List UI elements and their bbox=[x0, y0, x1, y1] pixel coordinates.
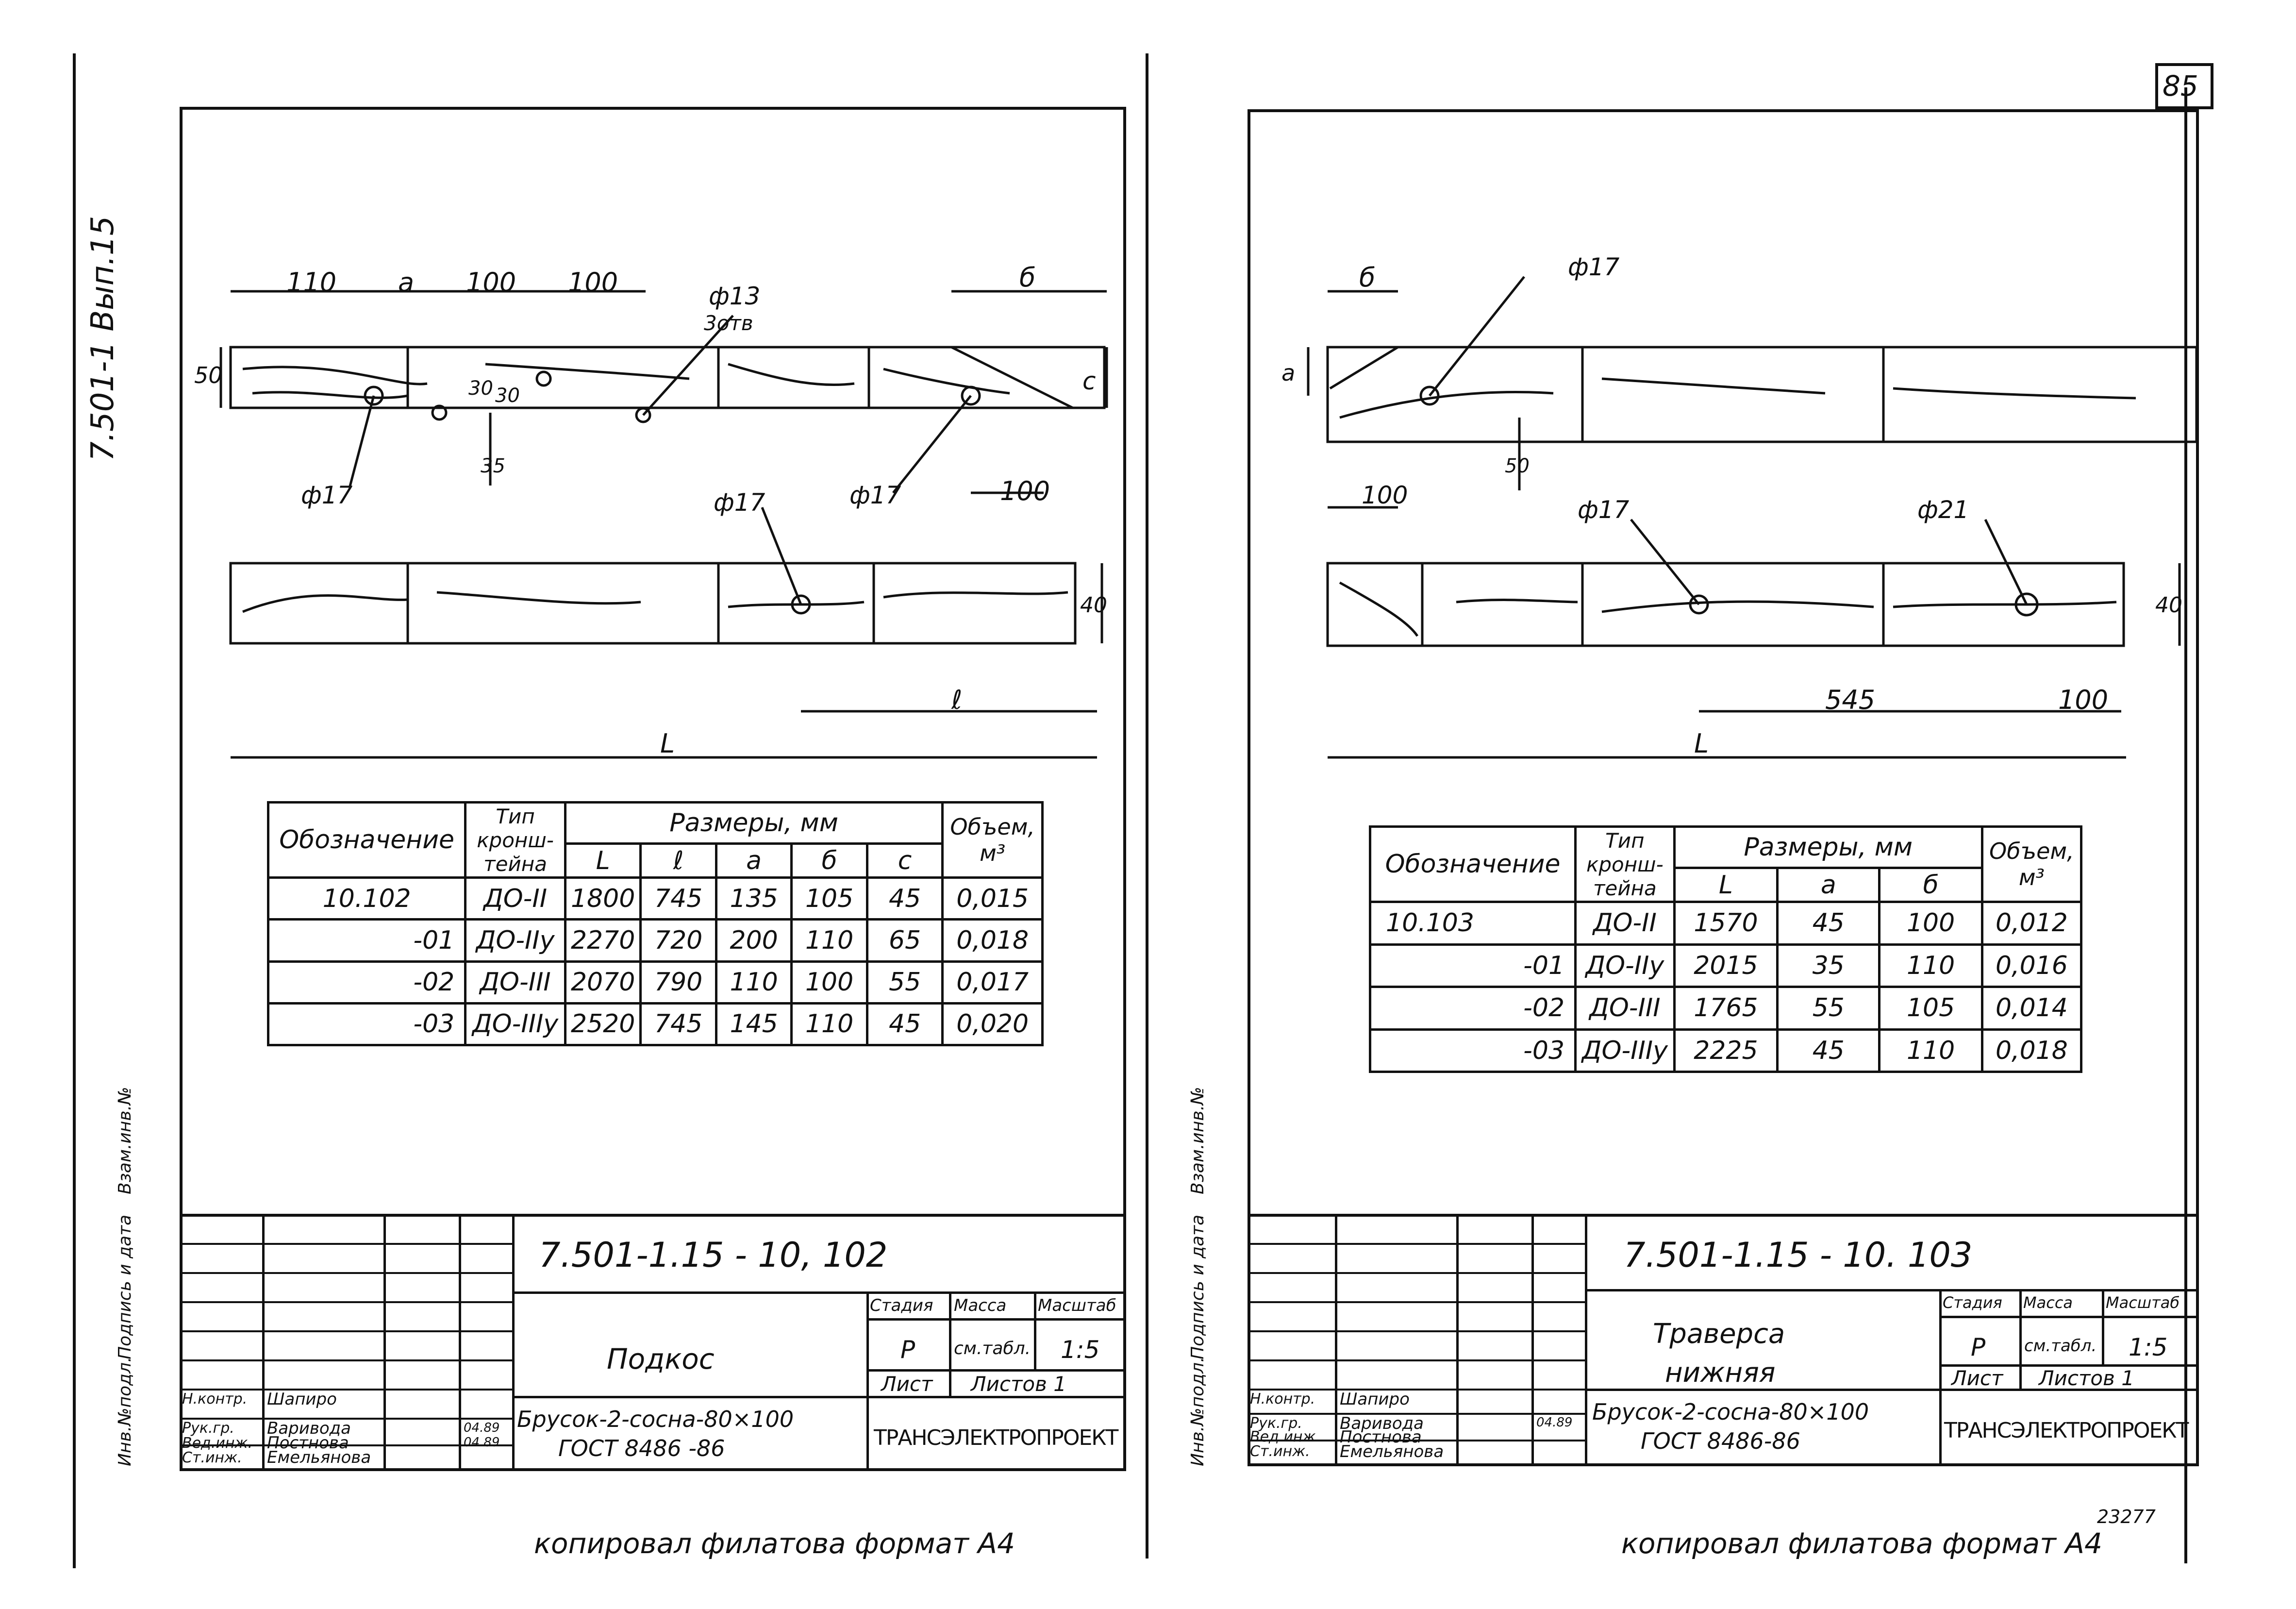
left-material: Брусок-2-сосна-80×100 bbox=[517, 1406, 794, 1432]
hdr-type: Тип кронш-тейна bbox=[464, 801, 566, 879]
left-stage-label: Стадия bbox=[870, 1296, 933, 1315]
r-callout-f17-b: ф17 bbox=[1578, 496, 1630, 524]
r-callout-f17-a: ф17 bbox=[1568, 253, 1620, 281]
r-dim-50: 50 bbox=[1505, 455, 1530, 477]
right-beam-bottom bbox=[1326, 562, 2125, 647]
sub-b: б bbox=[790, 842, 868, 879]
right-mass: см.табл. bbox=[2024, 1336, 2097, 1356]
left-spec-table: Обозначение Тип кронш-тейна Размеры, мм … bbox=[266, 801, 1044, 1047]
sub-a: a bbox=[715, 842, 793, 879]
right-sheet-label: Лист bbox=[1951, 1366, 2003, 1390]
left-beam-top bbox=[229, 346, 1106, 409]
dim-100b: 100 bbox=[568, 267, 618, 298]
sub-c: с bbox=[865, 842, 944, 879]
dim-l-small: ℓ bbox=[951, 685, 963, 715]
callout-3otv: 3отв bbox=[704, 311, 753, 335]
left-scale: 1:5 bbox=[1061, 1336, 1100, 1364]
r-dim-100: 100 bbox=[1362, 481, 1408, 509]
callout-f17-a: ф17 bbox=[301, 481, 353, 509]
dim-110: 110 bbox=[286, 267, 337, 298]
left-mass-label: Масса bbox=[954, 1296, 1007, 1315]
archive-number: 23277 bbox=[2097, 1506, 2156, 1527]
left-title-block bbox=[180, 1214, 1126, 1471]
page-number: 85 bbox=[2163, 69, 2198, 102]
r-dim-40: 40 bbox=[2155, 593, 2182, 618]
right-mass-label: Масса bbox=[2023, 1293, 2073, 1312]
left-sheets-label: Листов 1 bbox=[971, 1372, 1066, 1396]
left-sheet-label: Лист bbox=[881, 1372, 933, 1396]
right-scale-label: Масштаб bbox=[2106, 1293, 2180, 1312]
sub-l: ℓ bbox=[639, 842, 717, 879]
left-stage: Р bbox=[900, 1336, 915, 1364]
dim-c: с bbox=[1082, 367, 1096, 395]
right-part-name-1: Траверса bbox=[1653, 1318, 1785, 1350]
right-stage: Р bbox=[1971, 1333, 1986, 1361]
right-material: Брусок-2-сосна-80×100 bbox=[1592, 1399, 1869, 1425]
r-dim-a: a bbox=[1281, 360, 1296, 386]
left-mass: см.табл. bbox=[954, 1339, 1031, 1358]
dim-40-left: 40 bbox=[1080, 593, 1107, 618]
left-part-name: Подкос bbox=[607, 1342, 715, 1375]
r-hdr-volume: Объем, м³ bbox=[1980, 825, 2083, 903]
left-standard: ГОСТ 8486 -86 bbox=[558, 1435, 725, 1461]
right-stage-label: Стадия bbox=[1943, 1293, 2002, 1312]
callout-f17-c: ф17 bbox=[714, 488, 765, 517]
left-footer: копировал филатова формат А4 bbox=[534, 1527, 1015, 1560]
dim-30a: 30 bbox=[468, 377, 493, 400]
callout-f17-b: ф17 bbox=[849, 481, 901, 509]
right-scale: 1:5 bbox=[2129, 1333, 2168, 1361]
r-dim-545: 545 bbox=[1825, 685, 1876, 715]
dim-L-left: L bbox=[660, 728, 675, 759]
right-outer-edge bbox=[2184, 87, 2187, 1563]
r-hdr-designation: Обозначение bbox=[1368, 825, 1577, 903]
right-footer: копировал филатова формат А4 bbox=[1621, 1527, 2102, 1560]
right-title-block bbox=[1248, 1214, 2199, 1466]
left-beam-bottom bbox=[229, 562, 1077, 645]
left-scale-label: Масштаб bbox=[1038, 1296, 1116, 1315]
right-standard: ГОСТ 8486-86 bbox=[1641, 1428, 1800, 1454]
right-org: ТРАНСЭЛЕКТРОПРОЕКТ bbox=[1944, 1418, 2189, 1443]
r-callout-f21: ф21 bbox=[1917, 496, 1969, 524]
right-beam-top bbox=[1326, 346, 2198, 443]
right-part-name-2: нижняя bbox=[1665, 1357, 1776, 1389]
right-spec-table: Обозначение Тип кронш-тейна Размеры, мм … bbox=[1368, 825, 2083, 1073]
right-doc-code: 7.501-1.15 - 10. 103 bbox=[1624, 1235, 1973, 1275]
center-divider bbox=[1146, 53, 1148, 1559]
r-dim-L: L bbox=[1694, 728, 1709, 759]
r-hdr-sizes: Размеры, мм bbox=[1673, 825, 1983, 869]
right-sheets-label: Листов 1 bbox=[2039, 1366, 2134, 1390]
callout-f13: ф13 bbox=[709, 282, 761, 310]
left-outer-edge bbox=[73, 53, 76, 1568]
dim-100a: 100 bbox=[466, 267, 516, 298]
page-number-box bbox=[2155, 63, 2213, 109]
r-sub-L: L bbox=[1673, 867, 1779, 903]
r-hdr-type: Тип кронш-тейна bbox=[1574, 825, 1676, 903]
r-dim-100b: 100 bbox=[2058, 685, 2109, 715]
dim-a: a bbox=[398, 267, 415, 298]
dim-b: б bbox=[1019, 262, 1036, 293]
r-dim-b: б bbox=[1359, 262, 1376, 293]
left-org: ТРАНСЭЛЕКТРОПРОЕКТ bbox=[874, 1425, 1118, 1450]
dim-35: 35 bbox=[481, 455, 505, 477]
hdr-designation: Обозначение bbox=[266, 801, 467, 879]
dim-100-right: 100 bbox=[1000, 476, 1050, 506]
dim-50: 50 bbox=[194, 362, 223, 388]
r-sub-b: б bbox=[1878, 867, 1983, 903]
left-doc-code: 7.501-1.15 - 10, 102 bbox=[539, 1235, 888, 1275]
dim-30b: 30 bbox=[495, 385, 520, 407]
r-sub-a: a bbox=[1776, 867, 1881, 903]
hdr-sizes: Размеры, мм bbox=[564, 801, 944, 845]
sub-L: L bbox=[564, 842, 642, 879]
hdr-volume: Объем, м³ bbox=[941, 801, 1044, 879]
